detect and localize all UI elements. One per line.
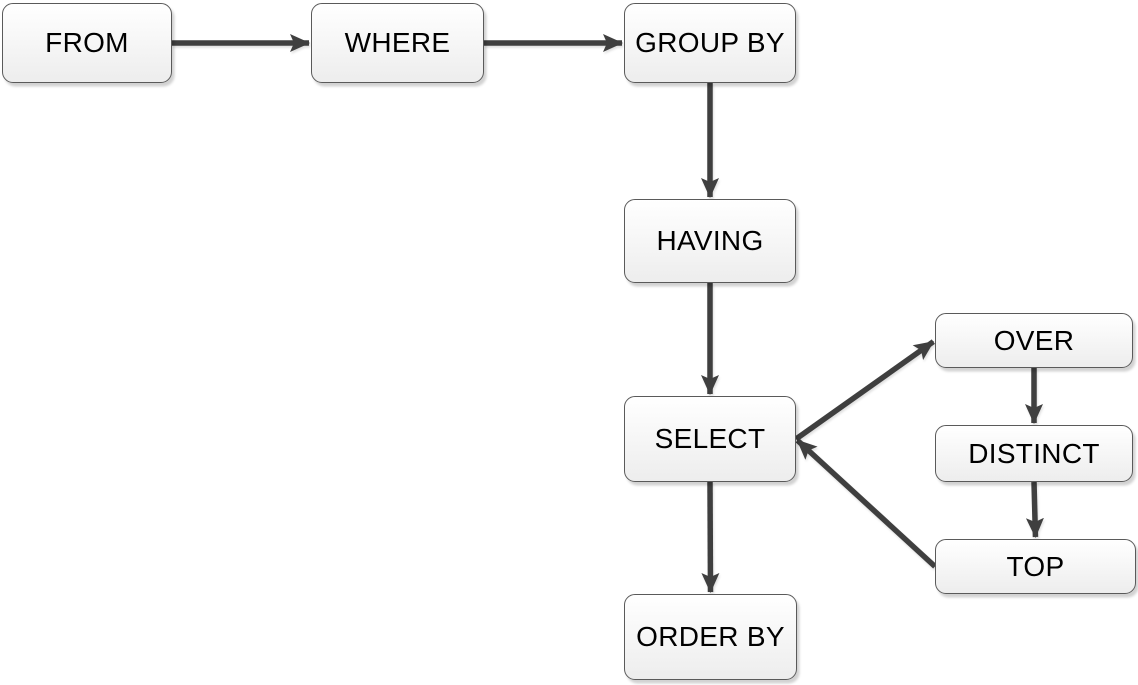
node-having: HAVING bbox=[624, 199, 796, 283]
node-label: FROM bbox=[45, 27, 129, 58]
node-from: FROM bbox=[2, 3, 172, 83]
node-orderby: ORDER BY bbox=[624, 594, 797, 680]
node-label: ORDER BY bbox=[636, 621, 785, 652]
node-select: SELECT bbox=[624, 396, 796, 482]
node-where: WHERE bbox=[311, 3, 484, 83]
node-label: OVER bbox=[993, 324, 1075, 356]
node-label: DISTINCT bbox=[968, 437, 1100, 469]
node-label: HAVING bbox=[656, 225, 764, 256]
node-over: OVER bbox=[935, 313, 1133, 368]
node-top: TOP bbox=[935, 539, 1136, 594]
node-label: GROUP BY bbox=[635, 27, 785, 58]
node-label: TOP bbox=[1006, 550, 1065, 582]
edge-top-select bbox=[795, 438, 937, 569]
node-distinct: DISTINCT bbox=[935, 425, 1133, 482]
edge-distinct-top bbox=[1025, 481, 1044, 539]
edge-select-over bbox=[794, 339, 935, 442]
node-label: WHERE bbox=[344, 27, 451, 58]
node-label: SELECT bbox=[654, 423, 766, 454]
node-groupby: GROUP BY bbox=[624, 3, 796, 83]
